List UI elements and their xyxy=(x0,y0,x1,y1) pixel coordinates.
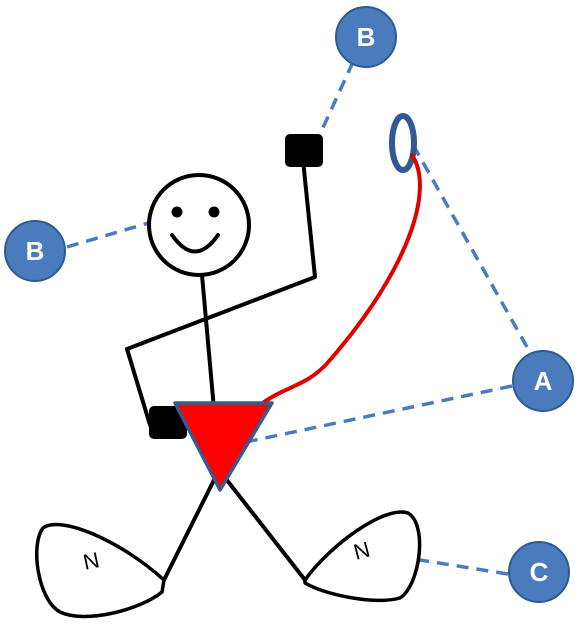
left-eye xyxy=(171,206,183,218)
callout-b-top: B xyxy=(335,6,397,68)
leader-b-top xyxy=(314,61,355,144)
left-shoe-outline xyxy=(35,522,166,619)
callout-b-left: B xyxy=(4,220,66,282)
leader-a-harness xyxy=(245,384,513,444)
right-shoe: N xyxy=(303,510,422,602)
right-arm xyxy=(125,158,317,351)
left-shoe: N xyxy=(35,522,166,619)
anchor-ring xyxy=(389,113,417,173)
rope xyxy=(250,153,422,414)
callout-a-right-label: A xyxy=(534,366,553,396)
left-leg xyxy=(162,468,221,582)
callout-b-left-label: B xyxy=(26,236,45,266)
callout-b-left-circle xyxy=(4,220,66,282)
right-eye xyxy=(208,206,220,218)
callout-b-top-label: B xyxy=(357,22,376,52)
smile xyxy=(170,233,220,254)
callout-b-top-circle xyxy=(335,6,397,68)
callout-c-bottom-label: C xyxy=(530,557,549,587)
callout-c-bottom-circle xyxy=(508,541,570,603)
leader-c-shoe xyxy=(419,558,509,576)
right-shoe-label: N xyxy=(351,537,373,565)
head xyxy=(147,173,251,277)
leader-b-left xyxy=(66,220,153,249)
callout-a-right: A xyxy=(512,350,574,412)
left-arm xyxy=(125,347,152,427)
callout-a-right-circle xyxy=(512,350,574,412)
right-shoe-outline xyxy=(303,510,422,602)
harness-triangle xyxy=(173,401,274,492)
hand-hold-top xyxy=(285,134,323,167)
left-shoe-label: N xyxy=(81,547,102,575)
callout-c-bottom: C xyxy=(508,541,570,603)
right-leg xyxy=(217,468,307,582)
stick-figure xyxy=(125,158,317,582)
hand-hold-left xyxy=(149,406,187,439)
leader-a-ring xyxy=(410,142,529,348)
